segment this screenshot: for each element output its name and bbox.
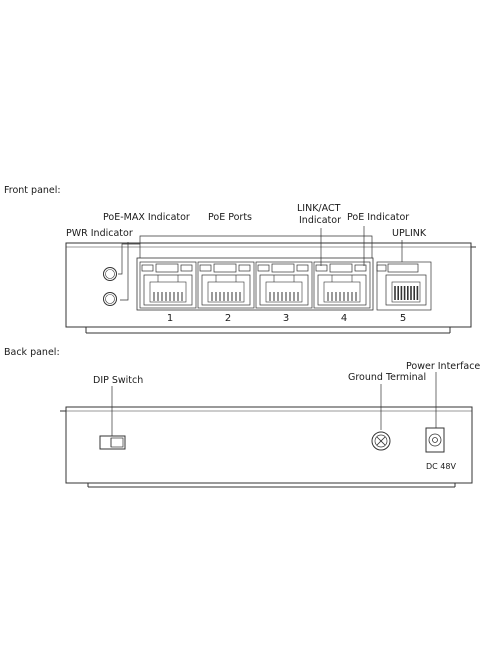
label-link-act-line2: Indicator bbox=[299, 215, 341, 226]
power-interface-icon bbox=[425, 427, 445, 453]
label-poe-indicator: PoE Indicator bbox=[347, 212, 410, 223]
port-number-4: 4 bbox=[340, 313, 348, 324]
front-panel-enclosure bbox=[65, 242, 476, 334]
back-panel-title: Back panel: bbox=[4, 347, 60, 358]
label-link-act-line1: LINK/ACT bbox=[297, 203, 341, 214]
back-panel-enclosure bbox=[60, 406, 473, 488]
label-pwr-indicator: PWR Indicator bbox=[66, 228, 133, 239]
dip-switch-icon bbox=[99, 435, 126, 450]
poe-port-4 bbox=[313, 261, 371, 309]
label-ground-terminal: Ground Terminal bbox=[348, 372, 427, 383]
port-number-1: 1 bbox=[166, 313, 174, 324]
poe-port-3 bbox=[255, 261, 313, 309]
poe-max-led-icon bbox=[103, 267, 117, 281]
ground-terminal-icon bbox=[371, 431, 391, 451]
port-number-2: 2 bbox=[224, 313, 232, 324]
label-power-interface: Power Interface bbox=[406, 361, 481, 372]
poe-port-2 bbox=[197, 261, 255, 309]
callout-poe-max bbox=[118, 243, 141, 275]
port-number-5: 5 bbox=[399, 313, 407, 324]
label-poe-ports: PoE Ports bbox=[208, 212, 253, 223]
label-uplink: UPLINK bbox=[392, 228, 427, 239]
label-poe-max-indicator: PoE-MAX Indicator bbox=[103, 212, 190, 223]
front-panel-title: Front panel: bbox=[4, 185, 61, 196]
callout-pwr bbox=[120, 242, 129, 301]
pwr-led-icon bbox=[103, 292, 117, 306]
uplink-port bbox=[376, 261, 432, 311]
poe-port-1 bbox=[139, 261, 197, 309]
poe-ports-group bbox=[136, 257, 374, 311]
label-dc-rating: DC 48V bbox=[426, 462, 456, 471]
label-dip-switch: DIP Switch bbox=[93, 375, 144, 386]
callout-poe-ports bbox=[139, 235, 373, 258]
port-number-3: 3 bbox=[282, 313, 290, 324]
